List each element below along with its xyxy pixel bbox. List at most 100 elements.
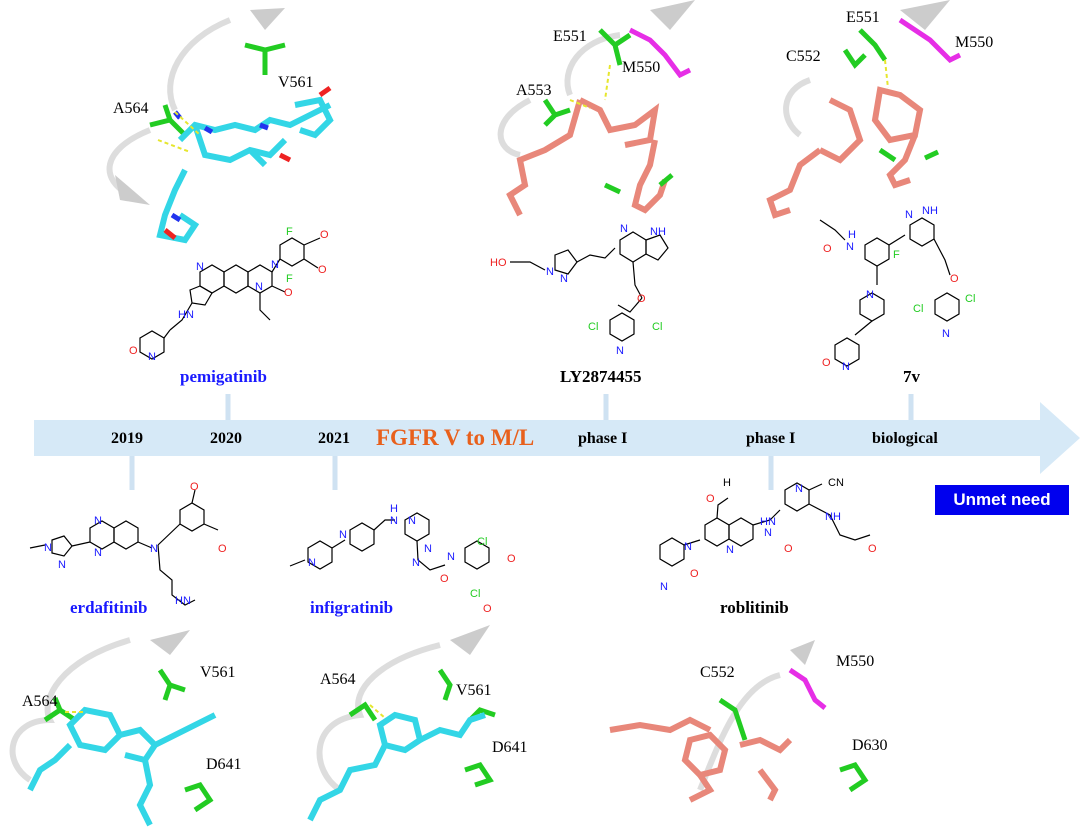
residue-label: E551 (553, 28, 587, 45)
svg-text:O: O (318, 264, 327, 276)
svg-text:NH: NH (650, 226, 666, 238)
svg-text:HN: HN (760, 516, 776, 528)
svg-text:N: N (148, 351, 156, 363)
svg-text:N: N (726, 544, 734, 556)
roblitinib-structure (659, 482, 871, 567)
svg-text:N: N (150, 543, 158, 555)
svg-text:HO: HO (490, 257, 507, 269)
svg-text:O: O (690, 568, 699, 580)
erdafitinib-binding-3d (9, 630, 217, 827)
drug-name-ly2874455: LY2874455 (560, 367, 642, 386)
residue-label: C552 (700, 664, 735, 681)
svg-text:H: H (848, 229, 856, 241)
roblitinib-atoms: O H N N O N N HN O N CN NH O (660, 477, 877, 593)
svg-text:O: O (129, 345, 138, 357)
timeline-label-phase1: phase I (578, 430, 628, 447)
compound-7v-structure (819, 217, 960, 367)
svg-text:N: N (560, 273, 568, 285)
residue-label: D641 (206, 756, 242, 773)
svg-text:NH: NH (825, 511, 841, 523)
svg-text:N: N (255, 281, 263, 293)
svg-text:Cl: Cl (470, 588, 480, 600)
drug-name-pemigatinib: pemigatinib (180, 367, 267, 386)
svg-text:N: N (308, 557, 316, 569)
residue-label: M550 (955, 34, 994, 51)
svg-text:N: N (271, 259, 279, 271)
svg-text:Cl: Cl (965, 293, 975, 305)
svg-text:N: N (94, 547, 102, 559)
residue-label: V561 (200, 664, 236, 681)
svg-text:N: N (447, 551, 455, 563)
svg-text:O: O (823, 243, 832, 255)
erdafitinib-atoms: N N N N N HN O O (44, 481, 227, 607)
drug-name-erdafitinib: erdafitinib (70, 598, 148, 617)
svg-text:O: O (950, 273, 959, 285)
svg-text:O: O (320, 229, 329, 241)
ly2874455-atoms: HO N N N NH O Cl Cl N (490, 223, 666, 357)
svg-text:N: N (339, 529, 347, 541)
infigratinib-binding-3d (307, 625, 496, 822)
svg-text:HN: HN (175, 595, 191, 607)
svg-text:N: N (620, 223, 628, 235)
svg-text:N: N (58, 559, 66, 571)
svg-text:N: N (764, 527, 772, 539)
compound-7v-binding-3d (766, 0, 962, 219)
erdafitinib-structure (29, 489, 219, 606)
residue-label: D641 (492, 739, 528, 756)
infigratinib-structure (289, 512, 490, 571)
svg-text:F: F (286, 273, 293, 285)
svg-text:N: N (846, 241, 854, 253)
svg-text:Cl: Cl (588, 321, 598, 333)
residue-label: A564 (113, 100, 149, 117)
infigratinib-atoms: N N H N N N N O N Cl Cl O O (308, 503, 516, 615)
svg-text:NH: NH (922, 205, 938, 217)
svg-text:O: O (218, 543, 227, 555)
svg-text:N: N (412, 557, 420, 569)
svg-text:O: O (637, 293, 646, 305)
residue-label: A564 (22, 693, 58, 710)
svg-text:O: O (784, 543, 793, 555)
residue-label: M550 (836, 653, 875, 670)
residue-label: A553 (516, 82, 552, 99)
svg-text:O: O (190, 481, 199, 493)
timeline-arrow (34, 402, 1080, 474)
svg-text:N: N (616, 345, 624, 357)
unmet-need-badge: Unmet need (935, 485, 1069, 515)
timeline-label-2021: 2021 (318, 430, 350, 447)
svg-text:N: N (94, 515, 102, 527)
svg-text:N: N (408, 515, 416, 527)
svg-text:O: O (868, 543, 877, 555)
drug-name-7v: 7v (903, 367, 920, 386)
svg-text:Cl: Cl (477, 536, 487, 548)
svg-text:H: H (390, 503, 398, 515)
svg-text:N: N (546, 266, 554, 278)
svg-text:HN: HN (178, 309, 194, 321)
drug-name-roblitinib: roblitinib (720, 598, 789, 617)
svg-text:N: N (866, 289, 874, 301)
svg-text:O: O (483, 603, 492, 615)
ly2874455-binding-3d (497, 0, 695, 217)
pemigatinib-binding-3d (106, 8, 334, 244)
residue-label: E551 (846, 9, 880, 26)
svg-text:F: F (286, 226, 293, 238)
timeline-title: FGFR V to M/L (376, 425, 535, 450)
compound-7v-atoms: O H N F N NH N N O O Cl Cl N (822, 205, 975, 373)
svg-text:N: N (660, 581, 668, 593)
svg-text:O: O (706, 493, 715, 505)
svg-text:Cl: Cl (652, 321, 662, 333)
svg-text:H: H (723, 477, 731, 489)
svg-text:O: O (507, 553, 516, 565)
residue-label: V561 (278, 74, 314, 91)
svg-text:F: F (893, 249, 900, 261)
timeline-label-phase1: phase I (746, 430, 796, 447)
svg-text:N: N (795, 483, 803, 495)
ly2874455-structure (510, 231, 669, 342)
pemigatinib-atoms: N HN N N N O O F F O O (129, 226, 329, 363)
residue-label: M550 (622, 59, 661, 76)
svg-text:N: N (684, 541, 692, 553)
svg-text:N: N (942, 328, 950, 340)
svg-text:Cl: Cl (913, 303, 923, 315)
svg-text:O: O (440, 573, 449, 585)
svg-text:N: N (905, 209, 913, 221)
